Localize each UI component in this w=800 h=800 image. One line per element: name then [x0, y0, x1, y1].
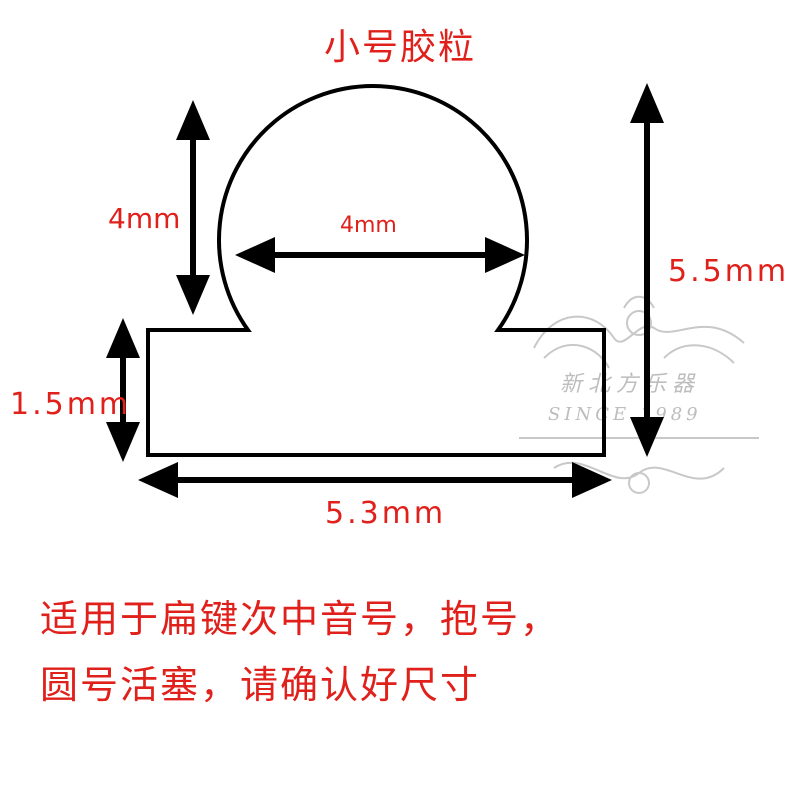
ball-width-label: 4mm: [340, 213, 397, 238]
ball-height-arrow: [176, 100, 210, 315]
ball-width-arrow: [235, 237, 525, 273]
base-width-arrow: [138, 462, 612, 498]
total-height-arrow: [630, 83, 664, 457]
ball-height-label: 4mm: [108, 202, 181, 235]
watermark-ornament: [519, 295, 759, 494]
base-height-arrow: [106, 318, 140, 462]
usage-note-line-1: 适用于扁键次中音号，抱号，: [40, 597, 561, 641]
base-width-label: 5.3mm: [325, 496, 447, 531]
total-height-label: 5.5mm: [668, 254, 790, 289]
watermark-brand: 新北方乐器: [559, 372, 700, 397]
diagram-title: 小号胶粒: [323, 27, 476, 68]
usage-note-line-2: 圆号活塞，请确认好尺寸: [40, 663, 481, 707]
base-height-label: 1.5mm: [10, 387, 132, 422]
part-outline: [146, 84, 606, 457]
